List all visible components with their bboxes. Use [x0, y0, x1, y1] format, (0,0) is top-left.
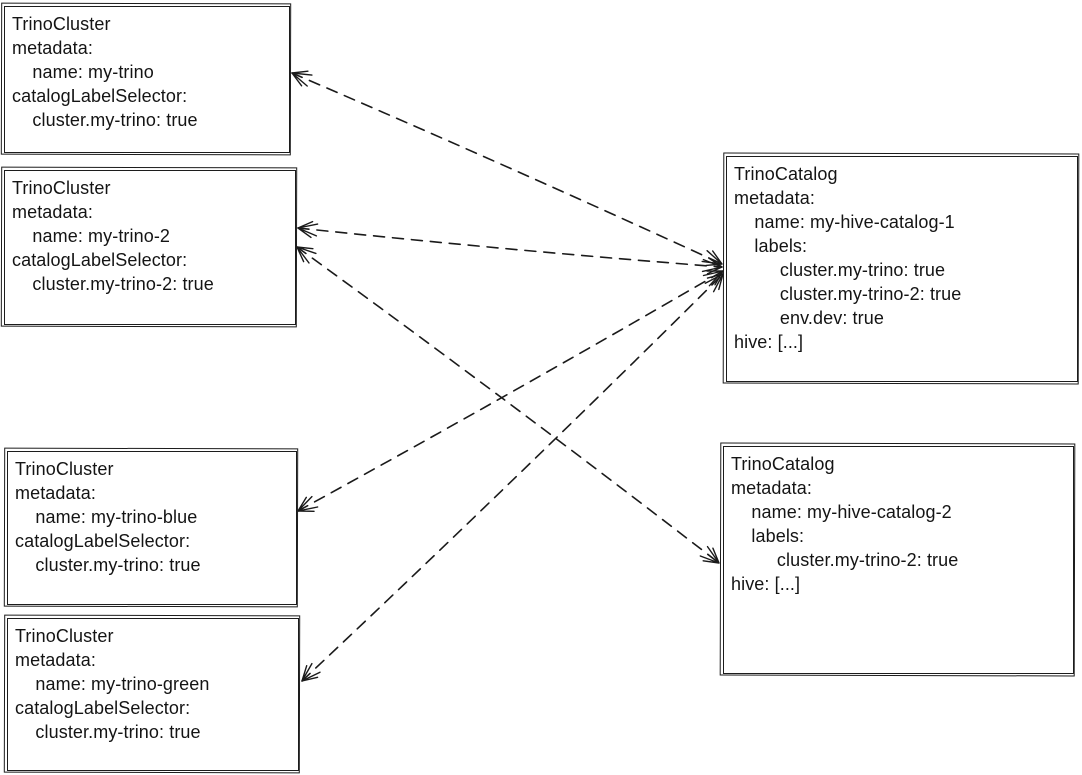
yaml-line: cluster.my-trino: true: [734, 260, 946, 280]
yaml-line: name: my-trino-green: [15, 674, 210, 694]
yaml-line: catalogLabelSelector:: [15, 531, 191, 551]
yaml-line: metadata:: [12, 38, 93, 58]
node-trino-cluster-my-trino-green: TrinoCluster metadata: name: my-trino-gr…: [7, 618, 299, 771]
yaml-line: cluster.my-trino: true: [12, 110, 198, 130]
yaml-line: name: my-trino-blue: [15, 507, 198, 527]
yaml-line: catalogLabelSelector:: [15, 698, 191, 718]
yaml-line: TrinoCluster: [15, 626, 114, 646]
yaml-line: hive: [...]: [734, 332, 804, 352]
yaml-line: cluster.my-trino: true: [15, 555, 201, 575]
yaml-line: catalogLabelSelector:: [12, 86, 188, 106]
yaml-line: catalogLabelSelector:: [12, 250, 188, 270]
yaml-line: TrinoCatalog: [731, 454, 835, 474]
yaml-line: cluster.my-trino-2: true: [12, 274, 214, 294]
yaml-line: metadata:: [734, 188, 815, 208]
node-trino-cluster-my-trino-blue: TrinoCluster metadata: name: my-trino-bl…: [7, 451, 297, 605]
yaml-line: cluster.my-trino-2: true: [734, 284, 962, 304]
yaml-line: hive: [...]: [731, 574, 801, 594]
yaml-line: name: my-trino: [12, 62, 154, 82]
yaml-line: metadata:: [12, 202, 93, 222]
node-trino-catalog-my-hive-catalog-1: TrinoCatalog metadata: name: my-hive-cat…: [726, 156, 1078, 382]
yaml-line: TrinoCatalog: [734, 164, 838, 184]
yaml-line: name: my-hive-catalog-2: [731, 502, 952, 522]
yaml-line: metadata:: [731, 478, 812, 498]
yaml-line: TrinoCluster: [12, 14, 111, 34]
yaml-line: name: my-hive-catalog-1: [734, 212, 955, 232]
yaml-line: metadata:: [15, 650, 96, 670]
yaml-line: labels:: [734, 236, 808, 256]
yaml-line: env.dev: true: [734, 308, 884, 328]
yaml-line: labels:: [731, 526, 805, 546]
yaml-line: name: my-trino-2: [12, 226, 171, 246]
yaml-line: metadata:: [15, 483, 96, 503]
yaml-line: cluster.my-trino-2: true: [731, 550, 959, 570]
yaml-line: TrinoCluster: [12, 178, 111, 198]
node-trino-cluster-my-trino: TrinoCluster metadata: name: my-trino ca…: [4, 6, 290, 153]
yaml-line: cluster.my-trino: true: [15, 722, 201, 742]
yaml-line: TrinoCluster: [15, 459, 114, 479]
node-trino-catalog-my-hive-catalog-2: TrinoCatalog metadata: name: my-hive-cat…: [723, 446, 1074, 674]
node-trino-cluster-my-trino-2: TrinoCluster metadata: name: my-trino-2 …: [4, 170, 296, 325]
